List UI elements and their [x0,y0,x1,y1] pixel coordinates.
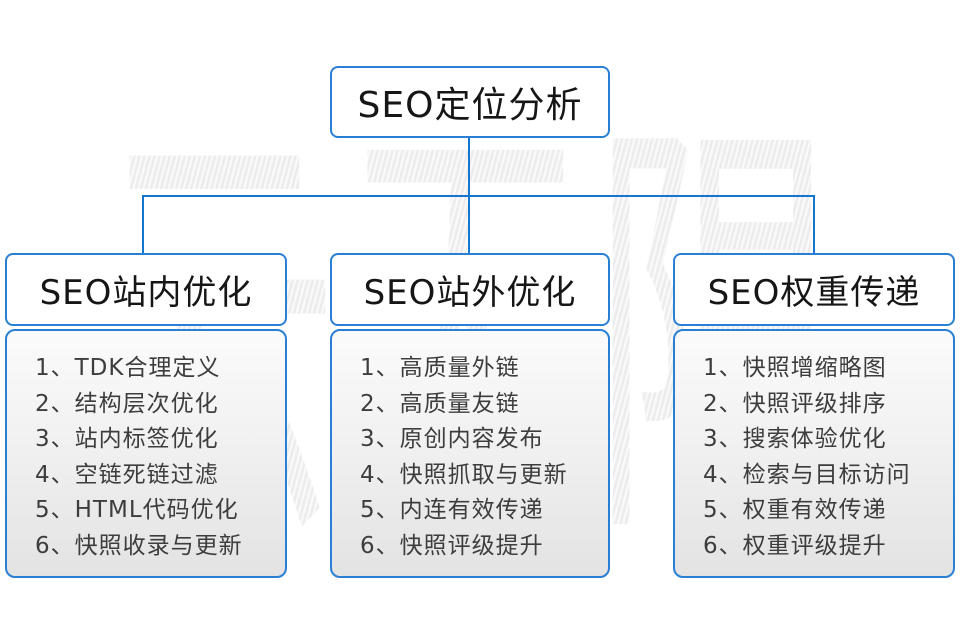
connector-drop-center [468,195,470,254]
column-onsite-title: SEO站内优化 [39,273,253,313]
column-onsite-panel: 1、TDK合理定义 2、结构层次优化 3、站内标签优化 4、空链死链过滤 5、H… [5,329,287,578]
column-weight-title: SEO权重传递 [707,273,921,313]
list-item: 1、高质量外链 [360,355,520,381]
list-item: 5、内连有效传递 [360,497,544,523]
list-item: 3、站内标签优化 [35,426,219,452]
column-onsite-header: SEO站内优化 [5,253,287,326]
column-offsite-list: 1、高质量外链 2、高质量友链 3、原创内容发布 4、快照抓取与更新 5、内连有… [332,331,608,564]
column-weight-panel: 1、快照增缩略图 2、快照评级排序 3、搜索体验优化 4、检索与目标访问 5、权… [673,329,955,578]
list-item: 4、空链死链过滤 [35,461,219,488]
list-item: 5、HTML代码优化 [35,497,239,523]
list-item: 1、TDK合理定义 [35,355,221,381]
list-item: 2、结构层次优化 [35,390,219,417]
list-item: 5、权重有效传递 [703,497,887,523]
list-item: 2、快照评级排序 [703,390,887,417]
list-item: 4、快照抓取与更新 [360,461,568,488]
connector-stem [468,137,470,197]
column-onsite-list: 1、TDK合理定义 2、结构层次优化 3、站内标签优化 4、空链死链过滤 5、H… [7,331,285,564]
column-weight-list: 1、快照增缩略图 2、快照评级排序 3、搜索体验优化 4、检索与目标访问 5、权… [675,331,953,564]
column-offsite-title: SEO站外优化 [363,273,577,313]
root-title: SEO定位分析 [357,85,583,126]
list-item: 1、快照增缩略图 [703,355,887,381]
root-node: SEO定位分析 [330,66,610,138]
list-item: 6、快照收录与更新 [35,532,243,559]
column-weight-header: SEO权重传递 [673,253,955,326]
column-offsite-header: SEO站外优化 [330,253,610,326]
list-item: 6、权重评级提升 [703,532,887,559]
column-offsite-panel: 1、高质量外链 2、高质量友链 3、原创内容发布 4、快照抓取与更新 5、内连有… [330,329,610,578]
list-item: 3、原创内容发布 [360,426,544,452]
connector-drop-left [142,195,144,254]
list-item: 3、搜索体验优化 [703,426,887,452]
connector-horizontal [142,195,815,197]
list-item: 2、高质量友链 [360,390,520,417]
list-item: 4、检索与目标访问 [703,461,911,488]
list-item: 6、快照评级提升 [360,532,544,559]
connector-drop-right [813,195,815,254]
